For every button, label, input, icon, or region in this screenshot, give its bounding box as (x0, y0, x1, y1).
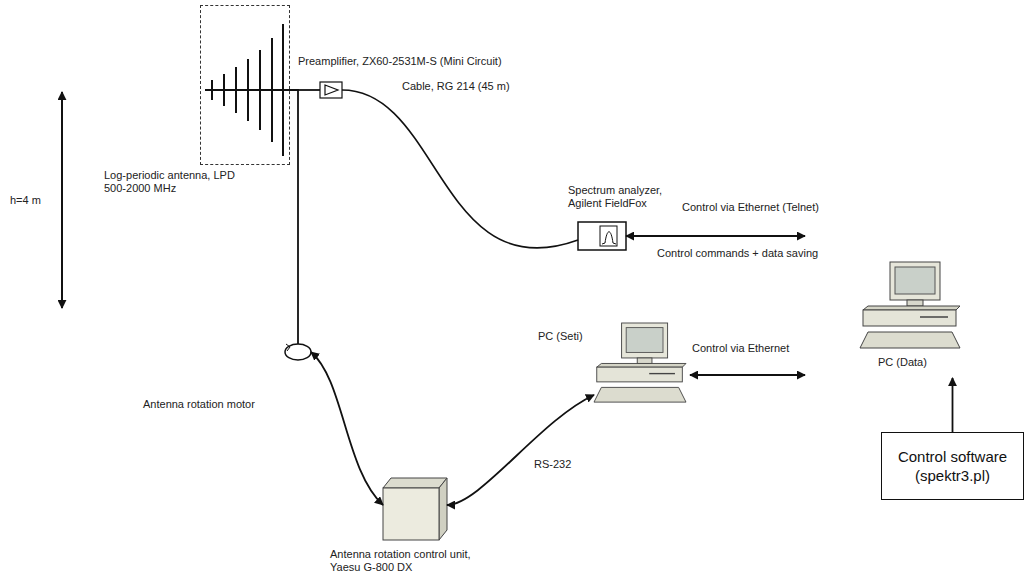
connector (447, 395, 594, 505)
edge-label: Control via Ethernet (690, 342, 791, 355)
connector (290, 90, 298, 344)
antenna-frame: Log-periodic antenna, LPD 500-2000 MHz (200, 5, 290, 165)
edge-label: Control via Ethernet (Telnet) (680, 201, 821, 214)
device-label: PC (Seti) (538, 330, 583, 343)
connector (311, 352, 383, 505)
device-label: Spectrum analyzer, Agilent FieldFox (568, 184, 680, 210)
software-box: Control software (spektr3.pl) (881, 432, 1024, 500)
connector (626, 235, 805, 237)
device-label: Log-periodic antenna, LPD 500-2000 MHz (104, 169, 256, 195)
note-label: Control commands + data saving (655, 247, 820, 260)
cable (342, 90, 578, 248)
pc-seti: PC (Seti) (594, 322, 690, 410)
rotation-control-unit: Antenna rotation control unit, Yaesu G-8… (383, 478, 447, 540)
connector (690, 374, 805, 376)
dimension-label: h=4 m (8, 194, 43, 207)
rotation-motor: Antenna rotation motor (285, 344, 311, 360)
device-label: PC (Data) (878, 356, 927, 369)
device-label: Control software (spektr3.pl) (882, 447, 1023, 485)
device-label: Preamplifier, ZX60-2531M-S (Mini Circuit… (298, 55, 502, 68)
device-label: Antenna rotation control unit, Yaesu G-8… (330, 548, 498, 574)
preamplifier: Preamplifier, ZX60-2531M-S (Mini Circuit… (320, 82, 342, 98)
connector (952, 378, 954, 432)
device-label: Antenna rotation motor (143, 398, 255, 411)
edge-label: RS-232 (532, 458, 573, 471)
edge-label: Cable, RG 214 (45 m) (400, 80, 512, 93)
spectrum-analyzer: Spectrum analyzer, Agilent FieldFox (578, 222, 626, 250)
pc-data: PC (Data) (805, 225, 970, 378)
